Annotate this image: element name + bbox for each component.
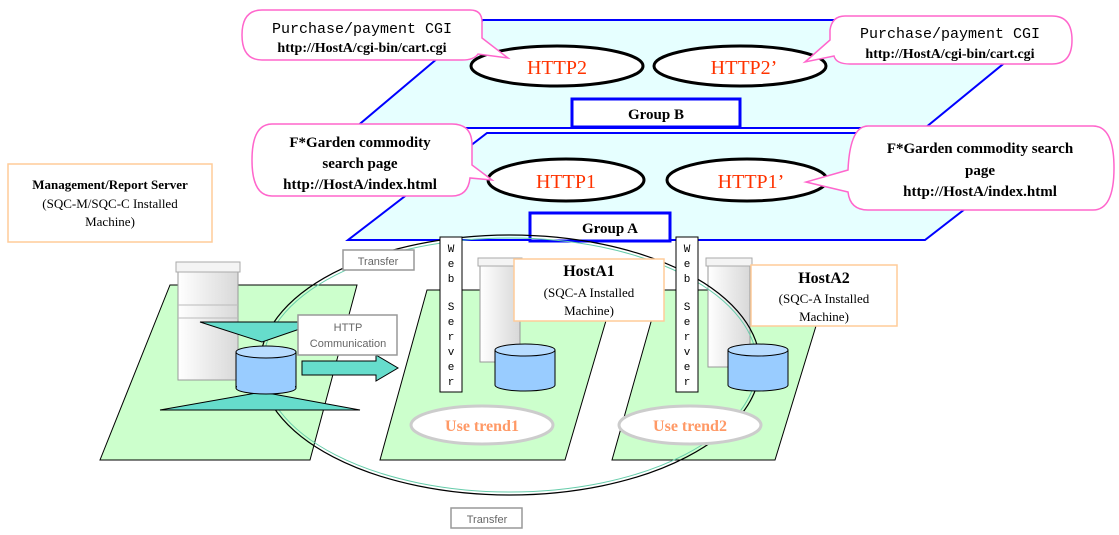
use-trend1-ellipse bbox=[409, 404, 555, 446]
svg-text:e: e bbox=[684, 362, 691, 374]
host-a2-name: HostA2 bbox=[798, 270, 850, 287]
group-a-left-callout bbox=[251, 123, 495, 197]
management-database-icon bbox=[235, 345, 297, 395]
transfer-bottom-label: Transfer bbox=[467, 514, 508, 526]
management-server-line3: Machine) bbox=[85, 214, 135, 229]
management-server-line2: (SQC-M/SQC-C Installed bbox=[42, 196, 178, 211]
group-b-box bbox=[570, 97, 742, 129]
http2-label: HTTP2 bbox=[527, 57, 587, 79]
svg-text:e: e bbox=[684, 317, 691, 329]
host-a1-line2: (SQC-A Installed bbox=[544, 285, 635, 300]
http-comm-line2: Communication bbox=[310, 338, 386, 350]
group-b-label: Group B bbox=[628, 107, 684, 123]
transfer-top-box bbox=[342, 249, 415, 271]
host-a1-database-icon bbox=[494, 343, 556, 392]
http2-ellipse bbox=[469, 44, 645, 88]
group-a-left-callout-line2: search page bbox=[322, 156, 397, 172]
group-a-right-callout bbox=[803, 125, 1115, 211]
group-b-left-callout bbox=[241, 9, 511, 61]
host-a2-web-server-label: W e b S e r v e r bbox=[684, 244, 691, 389]
group-a-left-callout-line1: F*Garden commodity bbox=[289, 135, 431, 151]
group-b-right-callout-line1: Purchase/payment CGI bbox=[860, 26, 1040, 43]
group-a-label: Group A bbox=[582, 221, 638, 237]
http1p-label: HTTP1’ bbox=[718, 171, 785, 193]
group-a-box bbox=[528, 211, 672, 243]
use-trend2-ellipse bbox=[617, 404, 763, 446]
down-arrow-bottom bbox=[159, 391, 361, 411]
host-a1-line3: Machine) bbox=[564, 303, 614, 318]
group-a-left-callout-line3: http://HostA/index.html bbox=[283, 177, 437, 193]
svg-text:r: r bbox=[684, 332, 691, 344]
http-comm-box bbox=[297, 314, 398, 356]
host-a2-box bbox=[750, 264, 898, 327]
host-a2-line3: Machine) bbox=[799, 309, 849, 324]
host-a2-web-server-bar bbox=[675, 236, 699, 393]
svg-text:e: e bbox=[448, 317, 455, 329]
group-a-right-callout-line3: http://HostA/index.html bbox=[903, 184, 1057, 200]
svg-text:e: e bbox=[684, 259, 691, 271]
host-a2-line2: (SQC-A Installed bbox=[779, 291, 870, 306]
host-a1-web-server-bar bbox=[439, 236, 463, 393]
host-a2-database-icon bbox=[727, 343, 789, 392]
svg-text:S: S bbox=[684, 302, 691, 314]
svg-text:S: S bbox=[448, 302, 455, 314]
group-b-right-callout-line2: http://HostA/cgi-bin/cart.cgi bbox=[865, 47, 1034, 62]
svg-text:b: b bbox=[448, 274, 455, 286]
transfer-top-label: Transfer bbox=[358, 256, 399, 268]
group-a-right-callout-line1: F*Garden commodity search bbox=[887, 141, 1074, 157]
management-server-icon bbox=[175, 261, 241, 381]
host-a1-name: HostA1 bbox=[563, 263, 615, 280]
http2p-label: HTTP2’ bbox=[711, 57, 778, 79]
group-b-right-callout bbox=[802, 15, 1073, 65]
svg-text:r: r bbox=[448, 377, 455, 389]
svg-text:r: r bbox=[448, 332, 455, 344]
transfer-bottom-box bbox=[450, 507, 523, 529]
svg-text:W: W bbox=[684, 244, 691, 256]
host-a1-web-server-label: W e b S e r v e r bbox=[448, 244, 455, 389]
svg-text:W: W bbox=[448, 244, 455, 256]
svg-text:e: e bbox=[448, 362, 455, 374]
host-a1-box bbox=[513, 258, 665, 322]
http1-label: HTTP1 bbox=[536, 171, 596, 193]
group-b-left-callout-line2: http://HostA/cgi-bin/cart.cgi bbox=[277, 41, 446, 56]
svg-text:e: e bbox=[448, 259, 455, 271]
http-comm-line1: HTTP bbox=[334, 322, 363, 334]
group-b-left-callout-line1: Purchase/payment CGI bbox=[272, 21, 452, 38]
down-arrow-top bbox=[199, 321, 321, 343]
management-server-title: Management/Report Server bbox=[32, 177, 188, 192]
svg-text:r: r bbox=[684, 377, 691, 389]
svg-text:v: v bbox=[448, 347, 455, 359]
management-server-box bbox=[7, 163, 213, 243]
http2p-ellipse bbox=[652, 44, 828, 88]
use-trend2-label: Use trend2 bbox=[653, 418, 727, 435]
svg-text:v: v bbox=[684, 347, 691, 359]
svg-text:b: b bbox=[684, 274, 691, 286]
http-arrow-icon bbox=[301, 354, 399, 382]
use-trend1-label: Use trend1 bbox=[445, 418, 519, 435]
group-a-right-callout-line2: page bbox=[965, 163, 995, 179]
